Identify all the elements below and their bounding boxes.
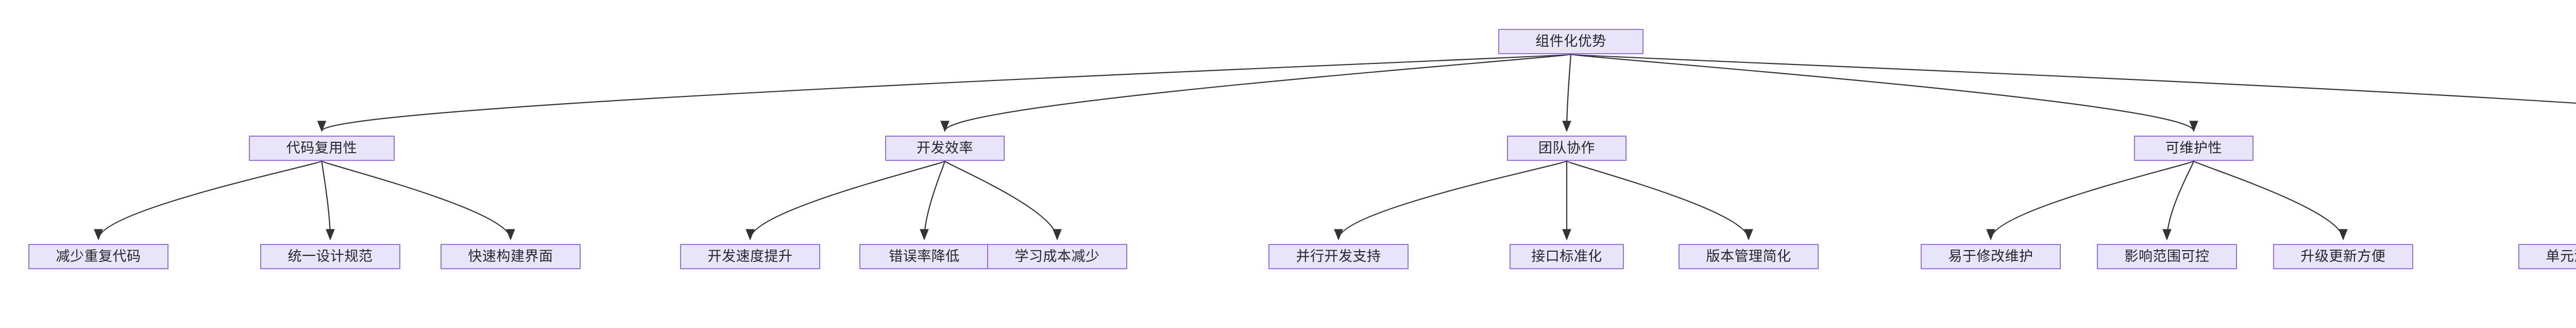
node-label: 版本管理简化 [1706,249,1791,264]
node-leaf-4-1[interactable]: 易于修改维护 [1921,244,2061,269]
node-label: 快速构建界面 [468,249,553,264]
edge-root-to-branch-1 [317,53,1572,133]
edge-root-to-branch-5 [1570,53,2576,104]
edge-root-to-branch-3 [1562,54,1572,133]
edge-branch-1-to-leaf-2 [321,160,335,241]
node-label: 代码复用性 [286,140,358,156]
node-leaf-4-3[interactable]: 升级更新方便 [2273,244,2413,269]
node-label: 团队协作 [1538,140,1595,156]
node-label: 可维护性 [2165,140,2222,156]
edge-branch-2-to-leaf-2 [920,160,946,241]
node-branch-3[interactable]: 团队协作 [1507,136,1626,161]
node-root[interactable]: 组件化优势 [1498,29,1643,54]
node-leaf-2-3[interactable]: 学习成本减少 [987,244,1127,269]
edge-branch-3-to-leaf-3 [1566,160,1753,241]
node-label: 开发速度提升 [707,249,793,264]
node-label: 学习成本减少 [1014,249,1100,264]
edge-branch-2-to-leaf-3 [944,160,1062,241]
node-label: 组件化优势 [1535,34,1606,49]
node-label: 减少重复代码 [56,249,141,264]
edge-branch-4-to-leaf-2 [2162,160,2195,241]
node-branch-1[interactable]: 代码复用性 [249,136,395,161]
edge-root-to-branch-4 [1570,53,2198,133]
node-branch-4[interactable]: 可维护性 [2134,136,2253,161]
node-leaf-5-1[interactable]: 单元测试覆盖 [2518,244,2576,269]
node-leaf-2-1[interactable]: 开发速度提升 [680,244,820,269]
edge-branch-2-to-leaf-1 [745,160,946,241]
node-label: 开发效率 [917,140,973,156]
node-leaf-3-3[interactable]: 版本管理简化 [1679,244,1819,269]
node-label: 并行开发支持 [1296,249,1381,264]
node-label: 错误率降低 [889,249,960,264]
edge-branch-4-to-leaf-3 [2193,160,2348,241]
node-label: 易于修改维护 [1948,249,2033,264]
node-label: 接口标准化 [1531,249,1602,264]
node-leaf-1-1[interactable]: 减少重复代码 [28,244,168,269]
node-label: 单元测试覆盖 [2546,249,2576,264]
node-label: 影响范围可控 [2124,249,2210,264]
node-leaf-3-1[interactable]: 并行开发支持 [1268,244,1409,269]
edge-branch-4-to-leaf-1 [1986,160,2195,241]
edge-root-to-branch-2 [940,53,1572,133]
node-leaf-2-2[interactable]: 错误率降低 [859,244,989,269]
node-leaf-1-3[interactable]: 快速构建界面 [440,244,581,269]
edge-branch-1-to-leaf-3 [321,160,515,241]
node-branch-2[interactable]: 开发效率 [885,136,1005,161]
node-leaf-4-2[interactable]: 影响范围可控 [2097,244,2237,269]
edge-branch-1-to-leaf-1 [94,160,323,241]
node-label: 升级更新方便 [2300,249,2386,264]
edge-branch-3-to-leaf-1 [1334,160,1568,241]
node-leaf-3-2[interactable]: 接口标准化 [1510,244,1624,269]
node-leaf-1-2[interactable]: 统一设计规范 [260,244,400,269]
node-label: 统一设计规范 [287,249,373,264]
